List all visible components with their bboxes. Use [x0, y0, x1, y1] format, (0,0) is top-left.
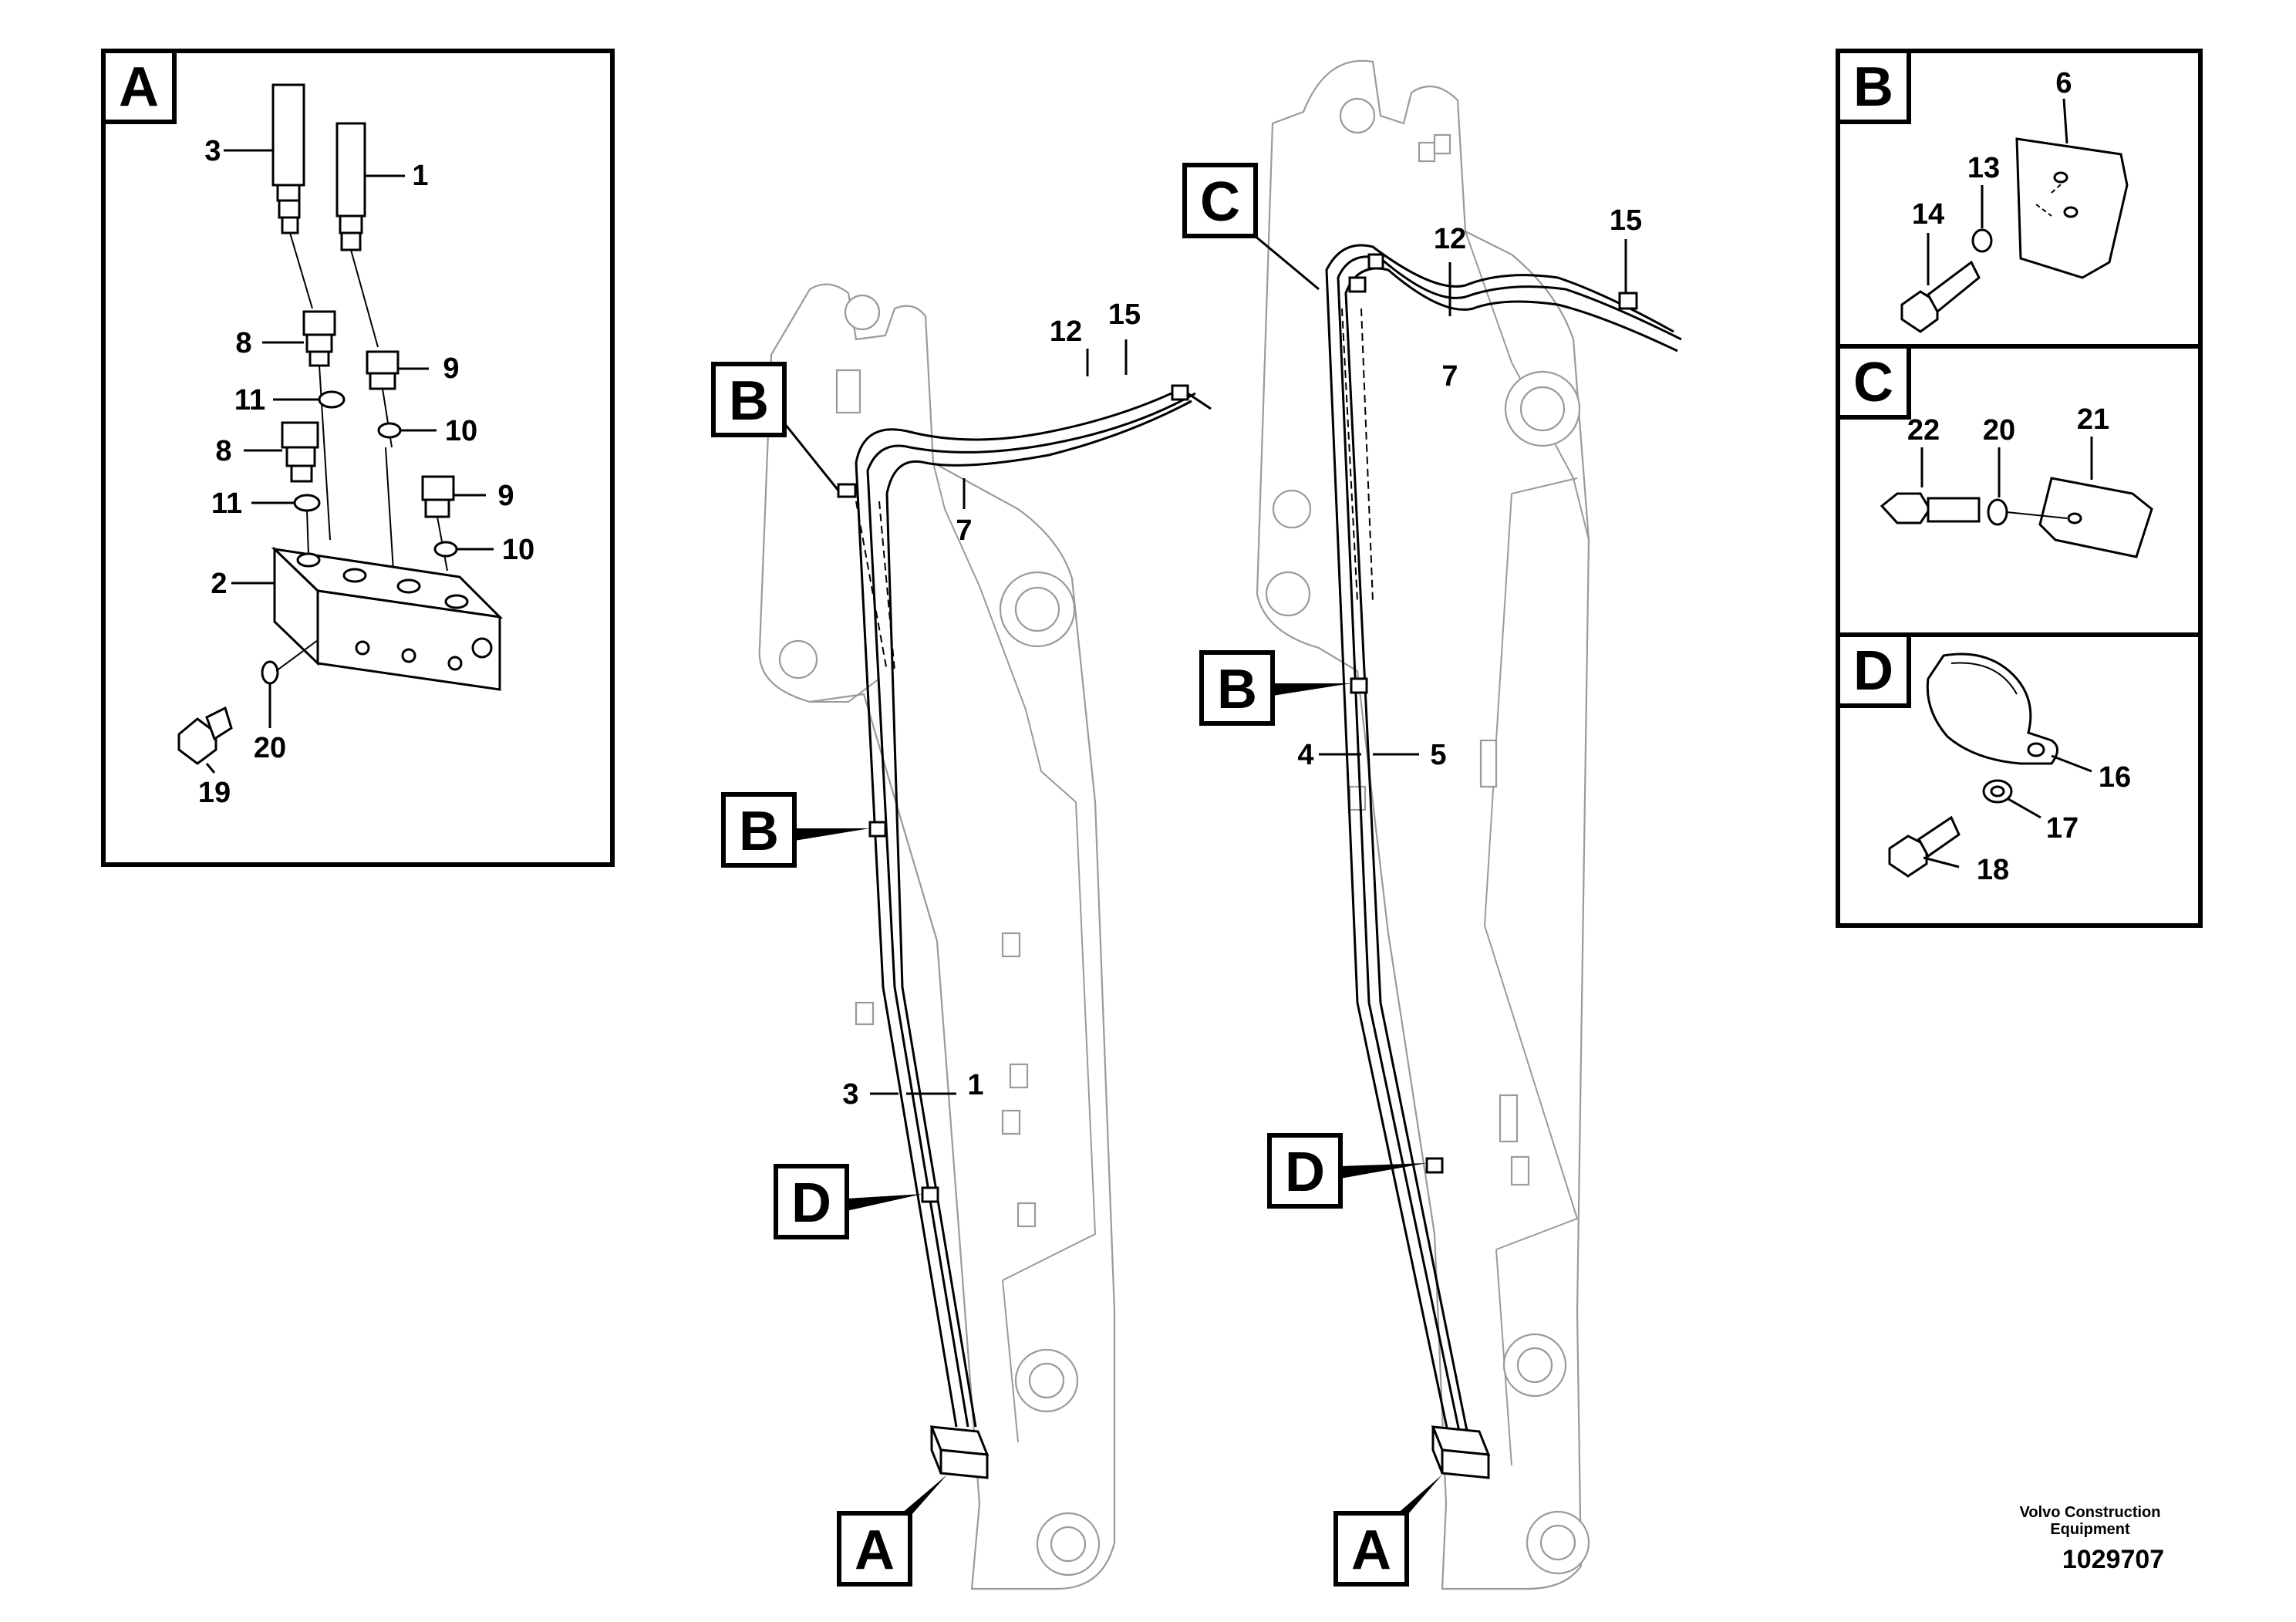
footer-company: Volvo Construction Equipment [1928, 1504, 2252, 1538]
label-17: 17 [2046, 812, 2079, 845]
callout-b-right: B [1217, 659, 1257, 720]
o-ring-10-lower [433, 541, 458, 558]
label-1-boom: 1 [967, 1069, 983, 1101]
label-19: 19 [198, 777, 231, 809]
callout-box-b [711, 362, 787, 437]
label-6: 6 [2055, 67, 2072, 99]
label-9: 9 [443, 352, 459, 385]
washer-20-c [1987, 498, 2008, 526]
footer-company-line2: Equipment [2050, 1521, 2130, 1538]
bolt-18 [1888, 815, 1961, 878]
clamp-plate-6 [2015, 137, 2129, 279]
callout-d: D [791, 1172, 831, 1234]
fitting-9-lower [421, 475, 455, 572]
fitting-9-upper [366, 350, 400, 448]
label-11: 11 [234, 384, 265, 416]
boom-left: 12 15 7 3 1 B B D A [711, 283, 1212, 1590]
washer-20 [261, 660, 279, 685]
label-12-right: 12 [1434, 223, 1466, 255]
panel-b-title: B [1853, 56, 1893, 118]
label-20-c: 20 [1983, 414, 2015, 447]
label-22: 22 [1907, 414, 1940, 447]
label-7: 7 [956, 514, 972, 547]
label-10: 10 [445, 415, 477, 447]
label-4: 4 [1297, 739, 1313, 771]
o-ring-11-lower [293, 494, 321, 512]
label-9-lower: 9 [497, 480, 514, 512]
hose-3-illustration [271, 83, 313, 309]
label-14: 14 [1912, 198, 1944, 231]
panel-a-title: A [119, 56, 159, 118]
label-18: 18 [1977, 854, 2009, 886]
label-15-right: 15 [1610, 204, 1642, 237]
panel-c-title: C [1853, 352, 1893, 413]
callout-a-right: A [1351, 1519, 1391, 1581]
callout-b-lower: B [739, 801, 779, 862]
bolt-19 [177, 706, 233, 765]
footer-company-line1: Volvo Construction [2019, 1504, 2161, 1521]
label-2: 2 [211, 568, 227, 600]
clamp-16 [1926, 653, 2058, 765]
detail-panel-a: A [101, 49, 615, 867]
footer-reference-number: 1029707 [2062, 1545, 2165, 1574]
label-12: 12 [1050, 315, 1082, 348]
o-ring-10-upper [377, 422, 402, 439]
clamp-21 [2038, 477, 2153, 558]
label-13: 13 [1967, 152, 2000, 184]
callout-b-upper: B [729, 370, 769, 432]
label-3: 3 [204, 135, 221, 167]
manifold-block-2 [271, 546, 504, 691]
panel-d-title: D [1853, 640, 1893, 702]
callout-box-b-lower [721, 792, 797, 868]
detail-panel-d: D 16 17 18 [1836, 632, 2203, 928]
callout-a-left: A [855, 1519, 895, 1581]
label-16: 16 [2099, 761, 2131, 794]
label-1: 1 [412, 160, 428, 192]
bolt-14 [1900, 260, 1981, 333]
callout-box-b-right [1199, 650, 1275, 726]
boom-right: 12 15 7 4 5 C B D A [1182, 59, 1682, 1590]
callout-box-a-right [1333, 1511, 1409, 1587]
label-15: 15 [1108, 298, 1141, 331]
callout-c: C [1200, 171, 1240, 233]
label-20: 20 [254, 732, 286, 764]
callout-box-c [1182, 163, 1258, 238]
fitting-8-lower [281, 421, 319, 483]
callout-box-a [837, 1511, 912, 1587]
callout-box-d-right [1267, 1133, 1343, 1209]
label-3-boom: 3 [842, 1078, 858, 1111]
detail-panel-c: C 22 20 21 [1836, 344, 2203, 637]
detail-panel-b: B 6 13 14 [1836, 49, 2203, 349]
label-21: 21 [2077, 403, 2109, 436]
bolt-22 [1880, 492, 1981, 524]
label-8: 8 [235, 327, 251, 359]
washer-13 [1971, 228, 1993, 253]
o-ring-11-upper [318, 390, 346, 409]
label-5: 5 [1430, 739, 1446, 771]
label-10-lower: 10 [502, 534, 534, 566]
label-11-lower: 11 [211, 487, 242, 520]
right-boom-manifold [1431, 1425, 1491, 1479]
label-8-lower: 8 [215, 435, 231, 467]
label-7-right: 7 [1441, 360, 1458, 393]
hose-1-illustration [335, 122, 379, 348]
left-boom-manifold [929, 1425, 990, 1479]
callout-d-right: D [1285, 1141, 1325, 1203]
callout-box-d [774, 1164, 849, 1239]
